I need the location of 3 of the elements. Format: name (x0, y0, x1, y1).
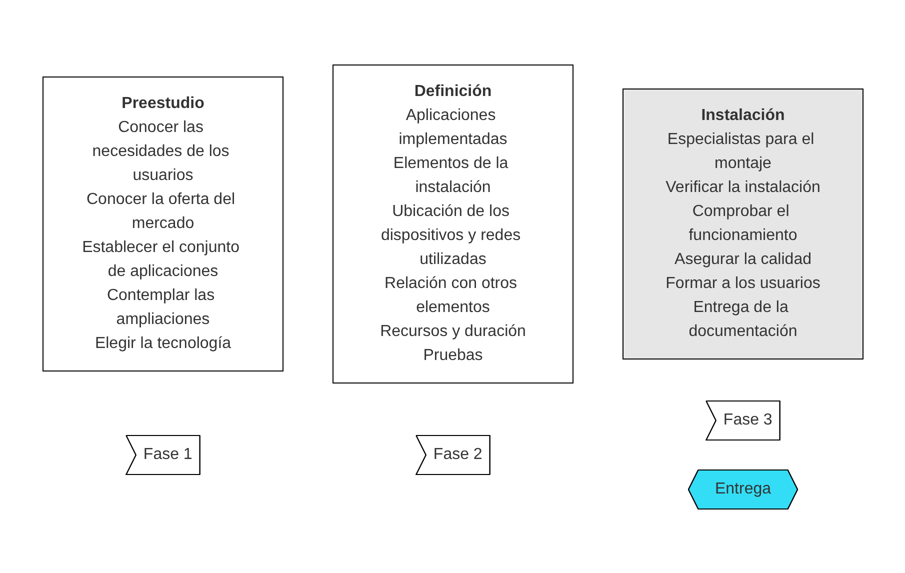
node-box: Instalación Especialistas para el montaje Verificar la instalación Comprobar el funcionamiento Asegurar la calidad Formar a los usuarios Entrega de la documentación (622, 88, 863, 359)
node-box: Preestudio Conocer las necesidades de los usuarios Conocer la oferta del mercado Establecer el conjunto de aplicaciones Contemplar las ampliaciones Elegir la tecnología (42, 76, 283, 371)
node-box: Definición Aplicaciones implementadas Elementos de la instalación Ubicación de los dispositivos y redes utilizadas Relación con otros elementos Recursos y duración Pruebas (332, 64, 573, 383)
